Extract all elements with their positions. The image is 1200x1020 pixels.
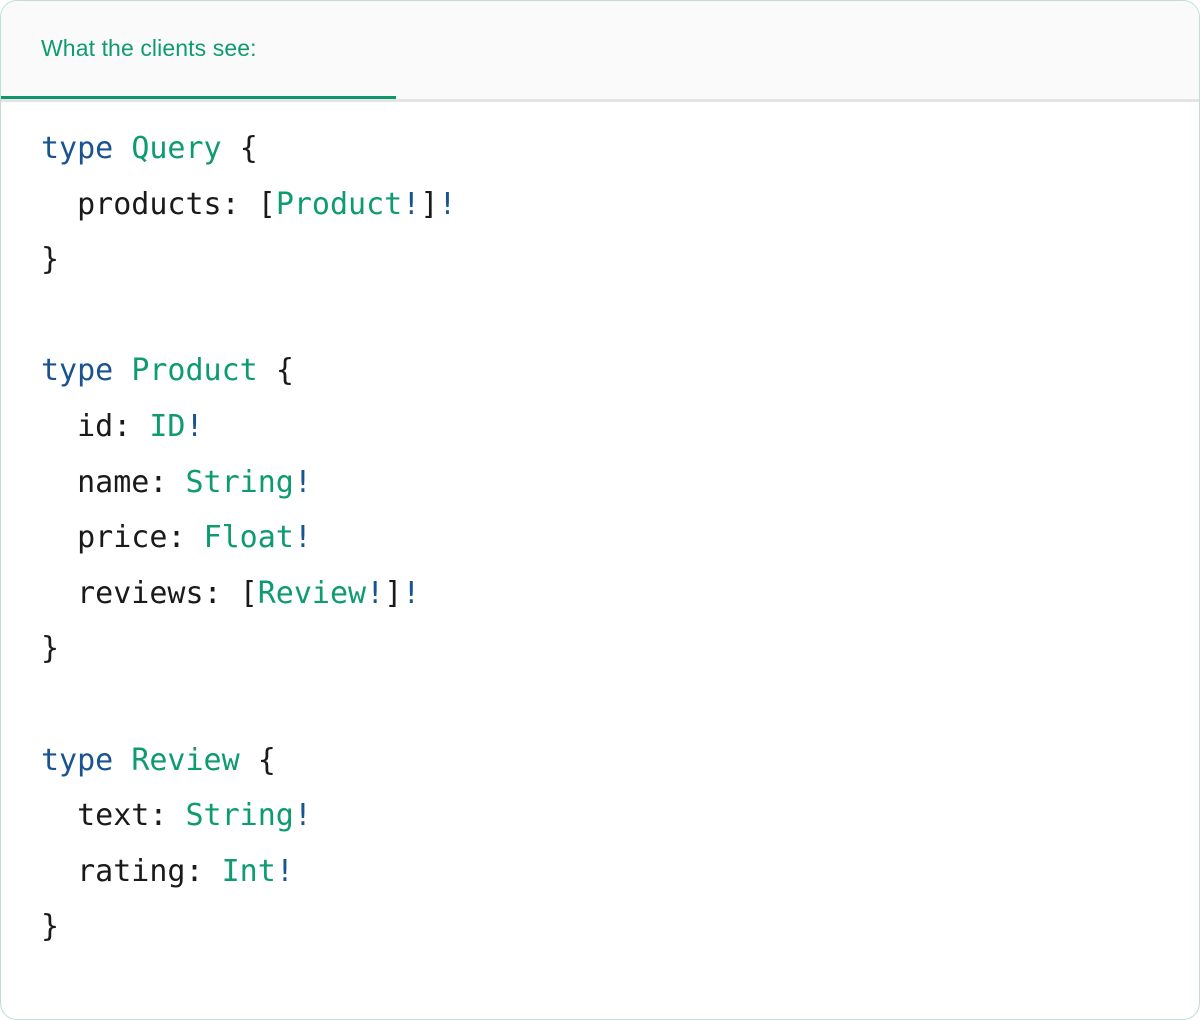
code-token-punc [113,743,131,778]
code-token-bang: ! [185,408,204,444]
code-token-type: Review [131,742,240,778]
code-token-kw: type [41,131,114,166]
code-token-type: Review [257,575,367,611]
code-token-field: products [77,186,222,222]
code-token-bang: ! [275,853,294,889]
code-token-field: reviews [77,575,204,611]
code-token-bang: ! [293,798,312,834]
code-token-punc: { [239,131,258,166]
code-line [41,288,1199,344]
code-token-punc: : [221,186,258,222]
code-indent [41,187,77,222]
code-token-punc: [ [239,575,258,611]
tab-label: What the clients see: [41,35,257,61]
code-indent [41,520,77,555]
code-token-field: id [77,408,114,444]
code-token-punc: : [149,464,186,500]
code-line: type Query { [41,121,1199,177]
code-area: type Query { products: [Product!]!} type… [1,102,1199,1002]
code-token-kw: type [41,353,114,389]
code-token-punc: [ [257,186,276,222]
tab-what-the-clients-see[interactable]: What the clients see: [1,1,396,99]
code-token-bang: ! [402,186,421,222]
code-line: } [41,621,1199,677]
code-token-type: String [185,798,294,834]
code-token-bang: ! [402,575,421,611]
code-token-punc [258,353,276,388]
code-token-punc: ] [384,575,403,611]
code-line: text: String! [41,788,1199,844]
code-token-type: Product [131,353,258,389]
code-token-type: Product [275,186,403,222]
code-token-kw: type [41,742,114,778]
code-token-field: text [77,798,150,834]
code-indent [41,465,77,500]
code-token-field: name [77,464,150,500]
code-line: type Review { [41,733,1199,789]
code-token-bang: ! [438,186,457,222]
code-token-type: ID [149,408,186,444]
graphql-schema-code[interactable]: type Query { products: [Product!]!} type… [1,121,1199,955]
code-token-type: Int [221,853,276,889]
code-token-punc: : [113,408,150,444]
code-token-punc [222,131,240,166]
code-token-punc: } [41,909,60,945]
code-line: } [41,232,1199,288]
code-line: } [41,899,1199,955]
code-indent [41,798,77,833]
tab-bar: What the clients see: [1,1,1199,102]
code-token-punc: : [203,575,240,611]
code-line: price: Float! [41,510,1199,566]
code-indent [41,576,77,611]
code-token-punc [113,353,131,388]
code-token-punc: { [275,353,294,389]
code-token-punc: : [167,520,204,556]
code-line: id: ID! [41,399,1199,455]
code-token-punc: ] [420,186,439,222]
code-token-bang: ! [293,464,312,500]
code-token-field: rating [77,853,186,889]
code-indent [41,409,77,444]
code-token-punc: } [41,631,60,667]
code-token-punc: : [149,798,186,834]
code-line: type Product { [41,343,1199,399]
code-token-punc: : [185,853,222,889]
code-line: reviews: [Review!]! [41,566,1199,622]
code-token-bang: ! [293,520,312,556]
code-token-bang: ! [366,575,385,611]
code-token-type: Query [131,131,222,166]
code-line: name: String! [41,455,1199,511]
code-token-field: price [77,520,168,556]
code-token-punc [113,131,131,166]
code-line: rating: Int! [41,844,1199,900]
code-token-punc: { [257,742,276,778]
code-line [41,677,1199,733]
code-token-punc [240,743,258,778]
code-token-punc: } [41,242,60,278]
code-indent [41,854,77,889]
code-token-type: Float [203,520,294,556]
code-token-type: String [185,464,294,500]
code-line: products: [Product!]! [41,177,1199,233]
